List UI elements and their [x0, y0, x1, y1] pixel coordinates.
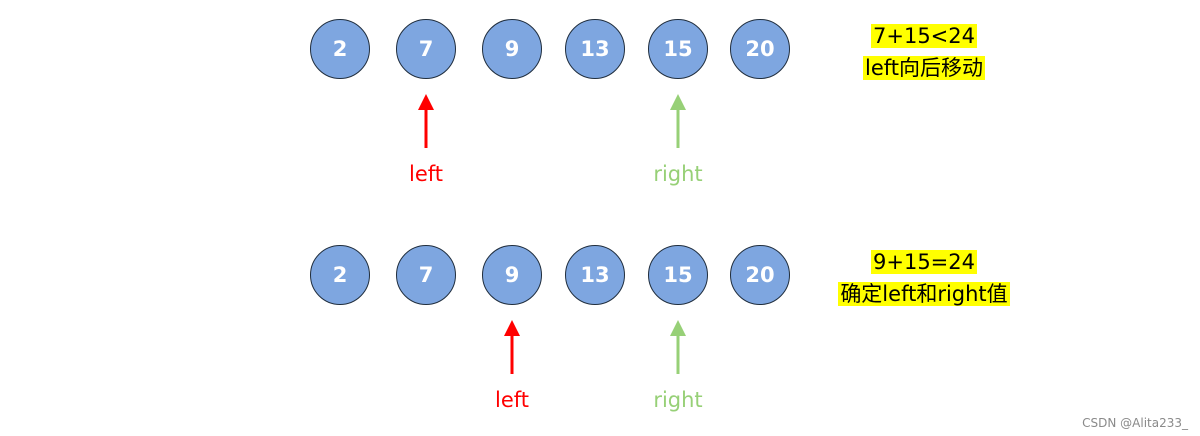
- array-node: 20: [730, 19, 790, 79]
- array-node: 7: [396, 245, 456, 305]
- right-pointer-label: right: [653, 388, 703, 412]
- right-pointer-label: right: [653, 162, 703, 186]
- array-node: 13: [565, 245, 625, 305]
- note-condition: 7+15<24: [871, 24, 977, 48]
- note-condition: 9+15=24: [871, 250, 977, 274]
- left-pointer: left: [467, 320, 557, 414]
- left-pointer-label: left: [408, 162, 443, 186]
- up-arrow-icon: [670, 320, 686, 374]
- array-node: 9: [482, 245, 542, 305]
- array-node: 15: [648, 19, 708, 79]
- right-pointer: right: [633, 320, 723, 414]
- step-2: 2 7 9 13 15 20 9+15=24 确定left和right值 lef…: [0, 226, 1200, 436]
- left-pointer: left: [381, 94, 471, 188]
- note-action: 确定left和right值: [838, 282, 1010, 306]
- array-node: 9: [482, 19, 542, 79]
- up-arrow-icon: [504, 320, 520, 374]
- step-1: 2 7 9 13 15 20 7+15<24 left向后移动 left rig…: [0, 0, 1200, 210]
- up-arrow-icon: [670, 94, 686, 148]
- right-pointer: right: [633, 94, 723, 188]
- array-node: 2: [310, 245, 370, 305]
- left-pointer-label: left: [494, 388, 529, 412]
- array-node: 13: [565, 19, 625, 79]
- array-node: 20: [730, 245, 790, 305]
- step-note: 7+15<24 left向后移动: [826, 20, 1022, 84]
- note-action: left向后移动: [862, 56, 985, 80]
- array-node: 7: [396, 19, 456, 79]
- step-note: 9+15=24 确定left和right值: [826, 246, 1022, 310]
- watermark: CSDN @Alita233_: [1082, 416, 1188, 430]
- array-node: 2: [310, 19, 370, 79]
- array-node: 15: [648, 245, 708, 305]
- up-arrow-icon: [418, 94, 434, 148]
